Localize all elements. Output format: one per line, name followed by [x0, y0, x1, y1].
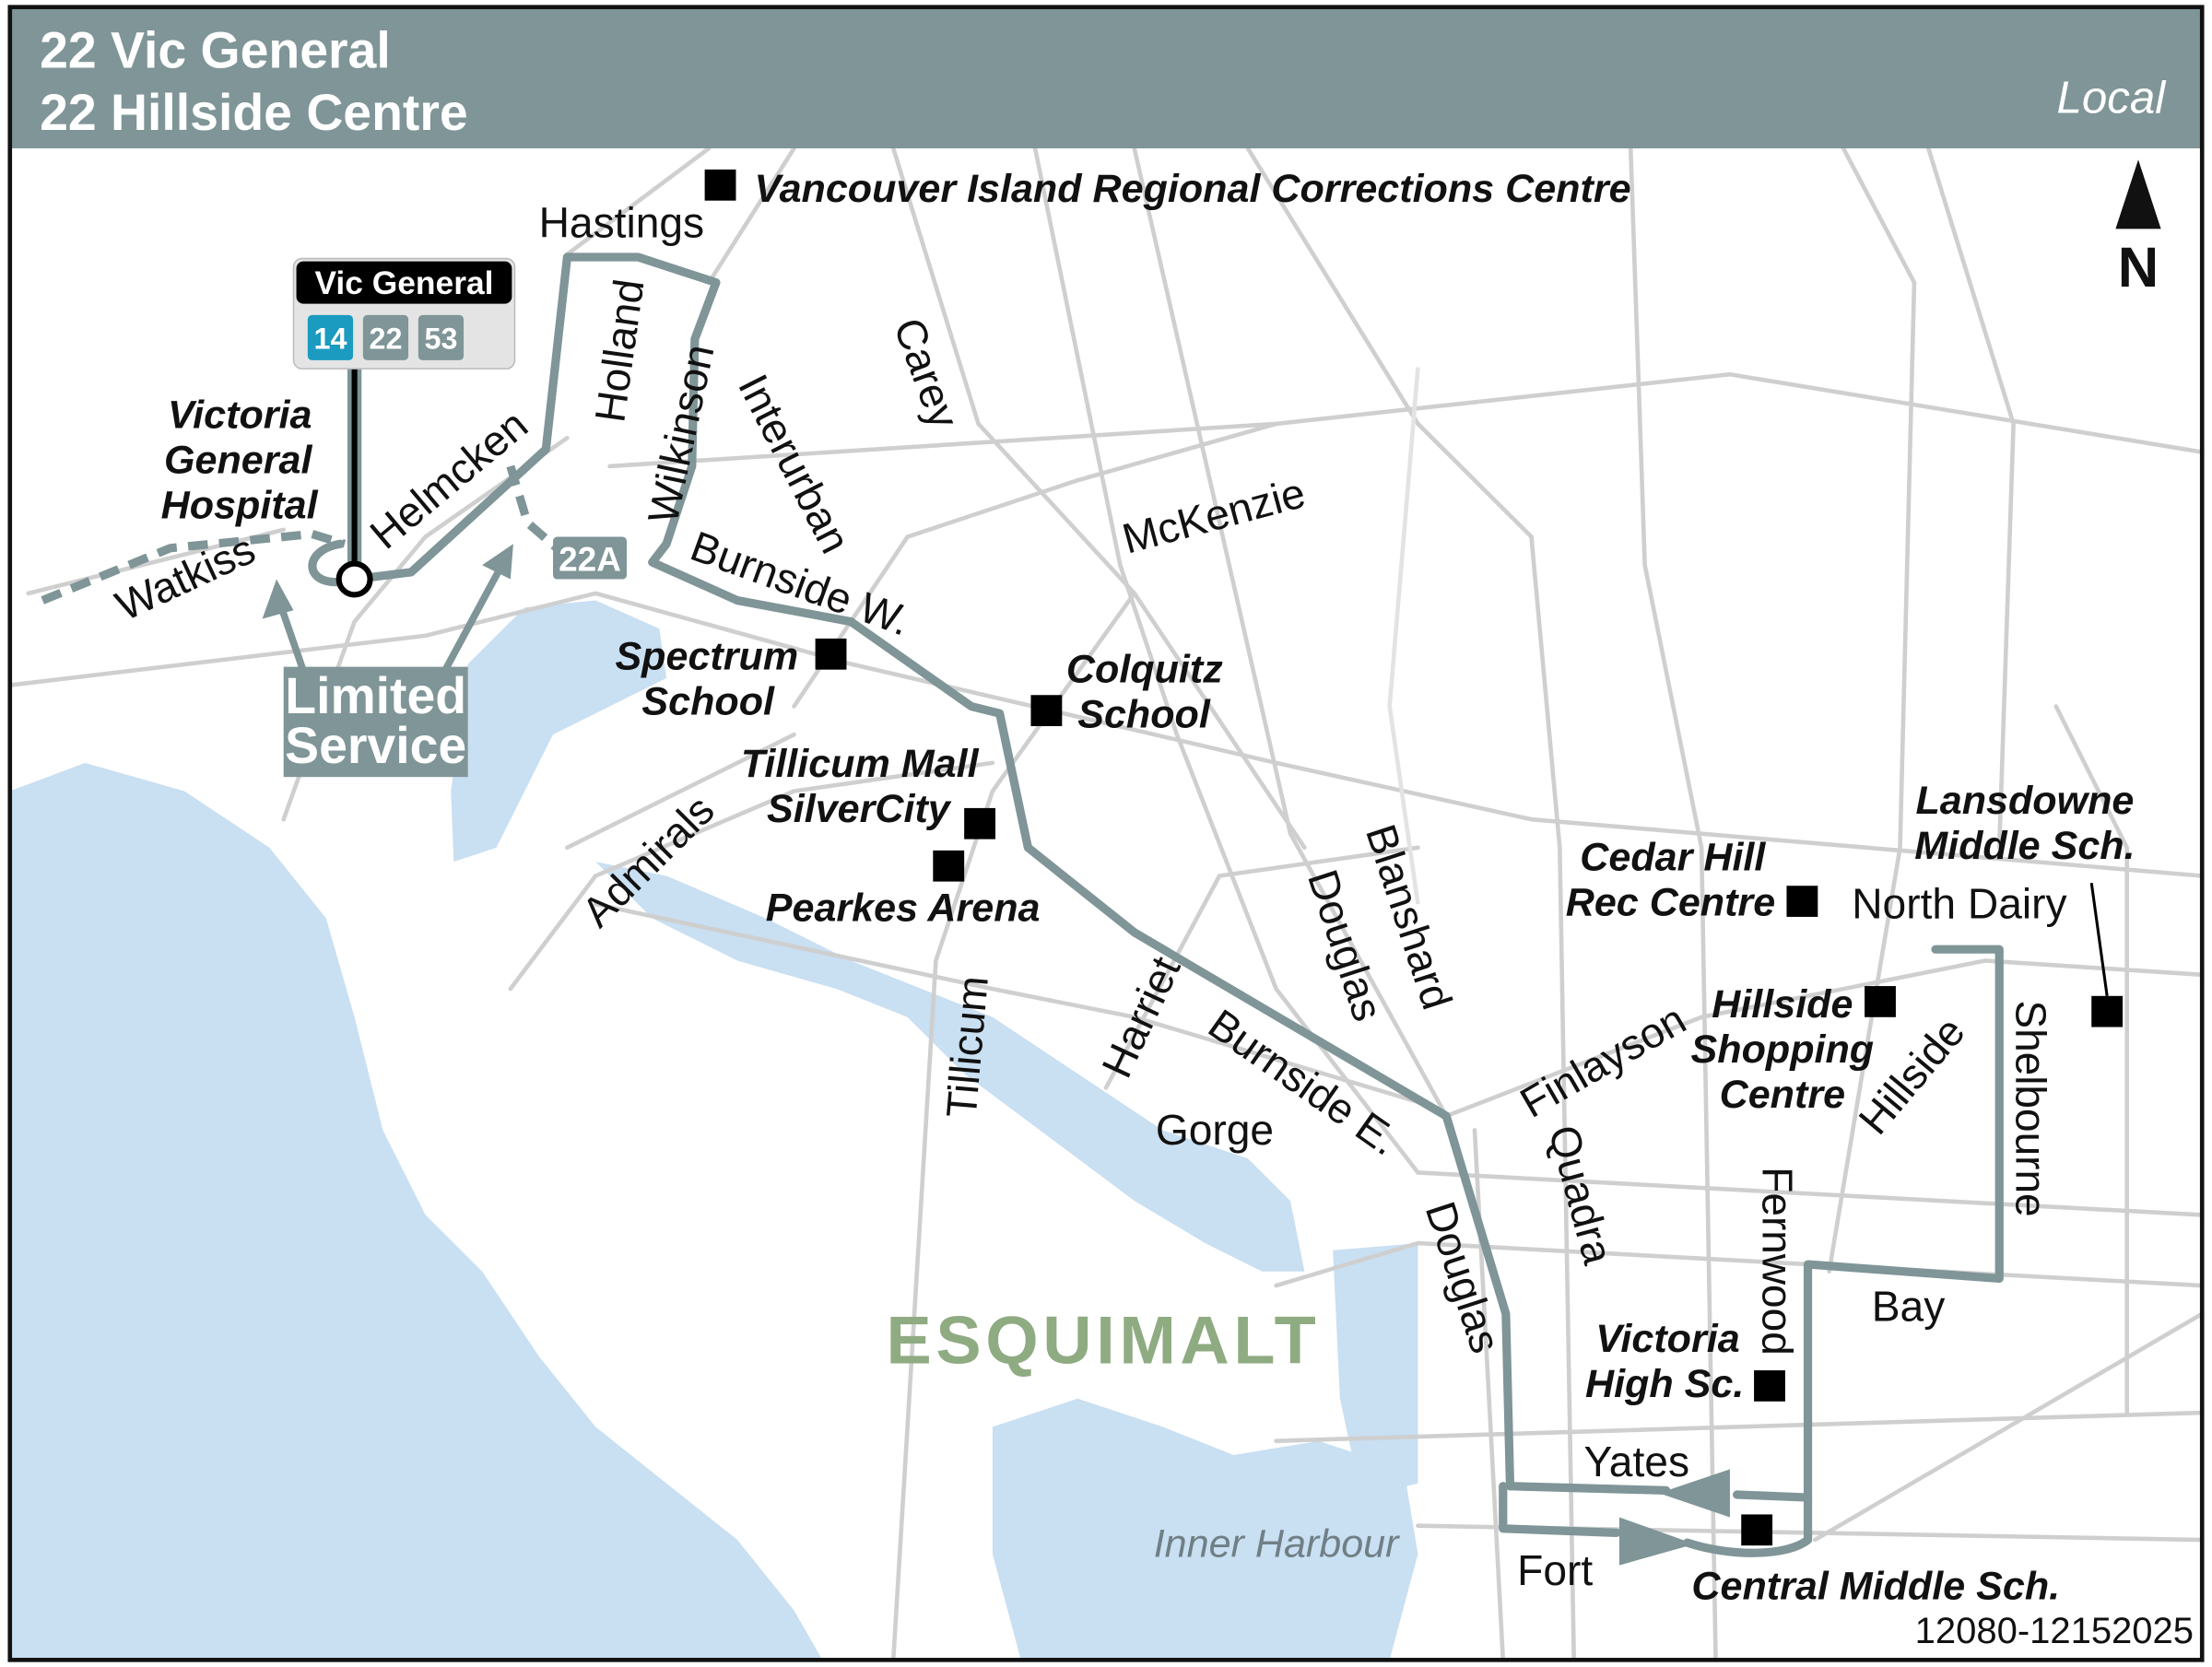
map-border — [7, 5, 2205, 1662]
stop-name: Vic General — [314, 265, 493, 301]
street-label: Hastings — [539, 199, 705, 247]
landmark-label: Tillicum Mall — [741, 742, 980, 786]
street-label: Gorge — [1156, 1106, 1274, 1154]
landmarks: Vancouver Island Regional Corrections Ce… — [161, 167, 2136, 1608]
route-22-line — [41, 252, 2004, 1566]
route-badge-53 — [418, 314, 465, 360]
street-label: North Dairy — [1852, 880, 2066, 928]
landmark-label: Pearkes Arena — [766, 886, 1041, 931]
stop-vic-general[interactable]: Vic General 14 22 53 — [292, 257, 516, 598]
landmark-label: Middle Sch. — [1914, 824, 2135, 868]
north-label: N — [2118, 236, 2159, 299]
limited-service-text: Limited — [285, 667, 466, 724]
area-label-esquimalt: ESQUIMALT — [887, 1302, 1321, 1379]
variant-label: 22A — [559, 540, 621, 578]
route-title-1: 22 Vic General — [40, 22, 391, 79]
route-badge-22 — [362, 314, 409, 360]
area-label-inner-harbour: Inner Harbour — [1154, 1521, 1400, 1566]
north-arrow-icon — [2115, 159, 2161, 229]
route-number: 53 — [424, 323, 457, 356]
landmark-label: General — [164, 439, 312, 483]
landmark-label: High Sc. — [1585, 1362, 1744, 1406]
limited-service-text: Service — [285, 717, 466, 774]
landmark-label: Hospital — [161, 484, 319, 528]
street-label: Bay — [1872, 1282, 1946, 1330]
header-bar — [9, 6, 2203, 148]
landmark-label: Victoria — [168, 393, 312, 438]
route-number: 14 — [313, 323, 347, 356]
route-title-2: 22 Hillside Centre — [40, 84, 468, 141]
limited-service-callout: Limited Service — [262, 544, 513, 778]
landmark-label: Hillside — [1712, 982, 1853, 1027]
westbound-arrow-icon — [1659, 1469, 1730, 1518]
route-number: 22 — [369, 323, 402, 356]
stop-marker-icon[interactable] — [335, 560, 373, 598]
street-label: Fort — [1517, 1546, 1593, 1594]
landmark-label: SilverCity — [767, 787, 952, 831]
landmark-label: Rec Centre — [1566, 880, 1775, 924]
street-label: Yates — [1583, 1438, 1689, 1485]
landmark-label: Spectrum — [615, 635, 798, 679]
variant-badge — [553, 536, 627, 580]
landmark-label: Victoria — [1595, 1317, 1739, 1361]
service-type: Local — [2057, 74, 2168, 123]
street-label: Fernwood — [1753, 1167, 1801, 1355]
eastbound-arrow-icon — [1618, 1517, 1695, 1566]
landmark-label: School — [1077, 693, 1211, 737]
landmark-label: School — [641, 680, 775, 724]
water-bodies — [9, 600, 1418, 1661]
landmark-label: Lansdowne — [1915, 779, 2134, 823]
route-badge-14 — [307, 314, 354, 360]
landmark-label: Centre — [1720, 1073, 1845, 1117]
street-label: Shelbourne — [2007, 1000, 2055, 1216]
landmark-label: Colquitz — [1066, 648, 1223, 692]
landmark-label: Central Middle Sch. — [1691, 1564, 2060, 1608]
landmark-label: Vancouver Island Regional Corrections Ce… — [754, 167, 1630, 211]
map-code: 12080-12152025 — [1915, 1611, 2194, 1651]
landmark-label: Shopping — [1691, 1027, 1875, 1072]
landmark-label: Cedar Hill — [1580, 835, 1766, 879]
